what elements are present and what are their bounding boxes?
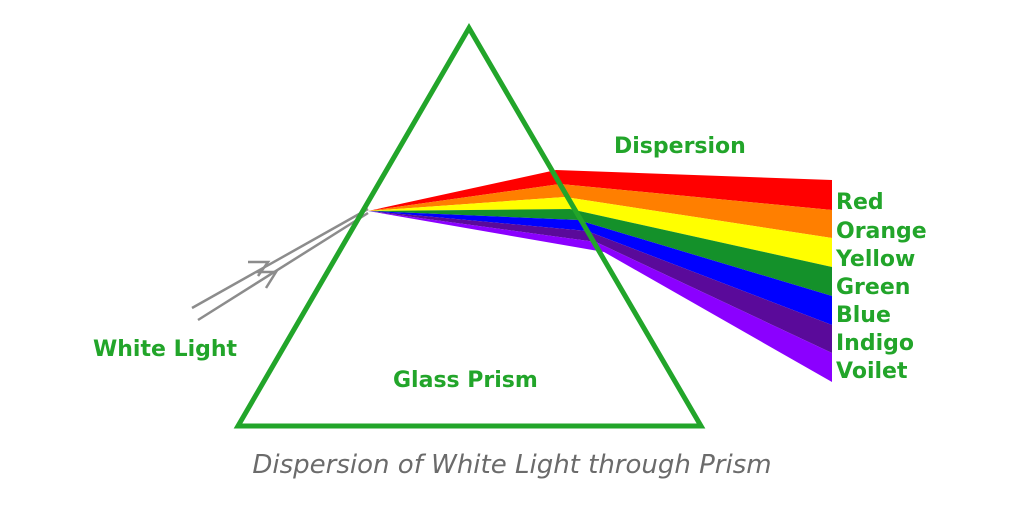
spectrum-band-green [368,209,832,296]
spectrum-band-voilet [368,211,832,382]
figure-caption: Dispersion of White Light through Prism [252,450,771,480]
white-light-ray [191,207,369,322]
color-label-orange: Orange [836,219,927,244]
spectrum-band-blue [368,211,832,325]
incident-ray-lower [197,211,369,322]
incident-ray-upper [191,207,369,310]
spectrum-band-orange [368,184,832,238]
dispersion-label: Dispersion [614,134,746,159]
color-label-red: Red [836,190,884,215]
color-label-violet: Voilet [836,359,908,384]
spectrum-color-labels: Red Orange Yellow Green Blue Indigo Voil… [835,190,927,384]
glass-prism [233,23,706,429]
color-label-blue: Blue [836,303,891,328]
white-light-label: White Light [93,337,238,362]
color-label-green: Green [836,275,910,300]
spectrum-band-yellow [368,197,832,267]
spectrum-band-indigo [368,211,832,353]
spectrum-bands [368,170,832,382]
glass-prism-label: Glass Prism [393,368,538,393]
arrow-right-icon [256,270,279,289]
spectrum-band-red [368,170,832,211]
color-label-yellow: Yellow [835,247,915,272]
color-label-indigo: Indigo [836,331,914,356]
